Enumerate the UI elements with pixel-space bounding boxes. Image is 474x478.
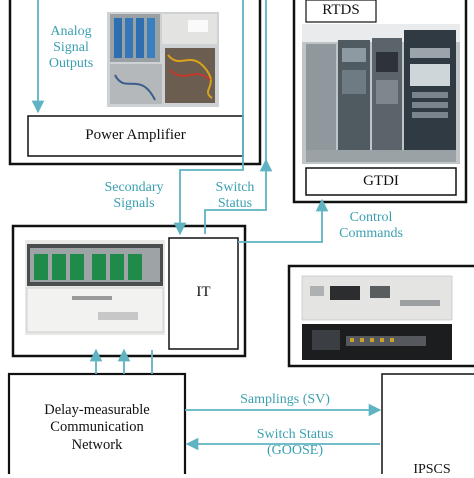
gtdi-label: GTDI [363, 173, 399, 189]
gtdi-box [305, 167, 457, 196]
switch-status-to-it [204, 158, 273, 234]
network-label: Delay-measurable Communication Network [9, 402, 185, 454]
secondary-line-2: Signals [113, 196, 155, 212]
switch-line-1: Switch [215, 180, 255, 195]
switch-line-2: Status [217, 196, 253, 212]
rtds-cabinet-photo [302, 24, 460, 164]
rtds-system-box [292, 0, 468, 204]
switch-status-label: Switch Status [206, 180, 264, 212]
network-line-3: Network [71, 436, 123, 453]
network-box [7, 372, 187, 474]
ipscs-label: IPSCS [413, 462, 451, 477]
control-commands-arrow [238, 198, 329, 243]
rtds-label: RTDS [322, 2, 360, 18]
goose-line-1: Switch Status [256, 427, 334, 442]
it-box [168, 237, 239, 350]
goose-line-2: (GOOSE) [267, 443, 323, 459]
secondary-line-1: Secondary [104, 180, 164, 195]
secondary-signals-label: Secondary Signals [92, 180, 176, 212]
protection-device-photo [25, 240, 165, 335]
secondary-signals-arrow [173, 0, 244, 236]
analog-line-3: Outputs [48, 56, 94, 72]
analog-line-2: Signal [53, 40, 89, 56]
network-line-1: Delay-measurable [44, 402, 150, 418]
control-line-1: Control [349, 210, 393, 225]
control-line-2: Commands [339, 226, 403, 242]
control-commands-label: Control Commands [328, 210, 414, 242]
amplifier-system-box [8, 0, 262, 166]
samplings-label: Samplings (SV) [240, 392, 330, 407]
ipscs-device-photo [301, 275, 453, 360]
analog-signal-label: Analog Signal Outputs [40, 24, 102, 72]
rtds-label-box [305, 0, 377, 23]
analog-line-1: Analog [50, 24, 92, 39]
ipscs-system-box [287, 264, 474, 368]
power-amplifier-label: Power Amplifier [85, 127, 186, 143]
goose-label: Switch Status (GOOSE) [230, 427, 360, 459]
it-label: IT [196, 284, 211, 300]
ipscs-box [381, 373, 474, 474]
amplifier-rack-photo [107, 12, 219, 107]
network-line-2: Communication [50, 419, 144, 436]
